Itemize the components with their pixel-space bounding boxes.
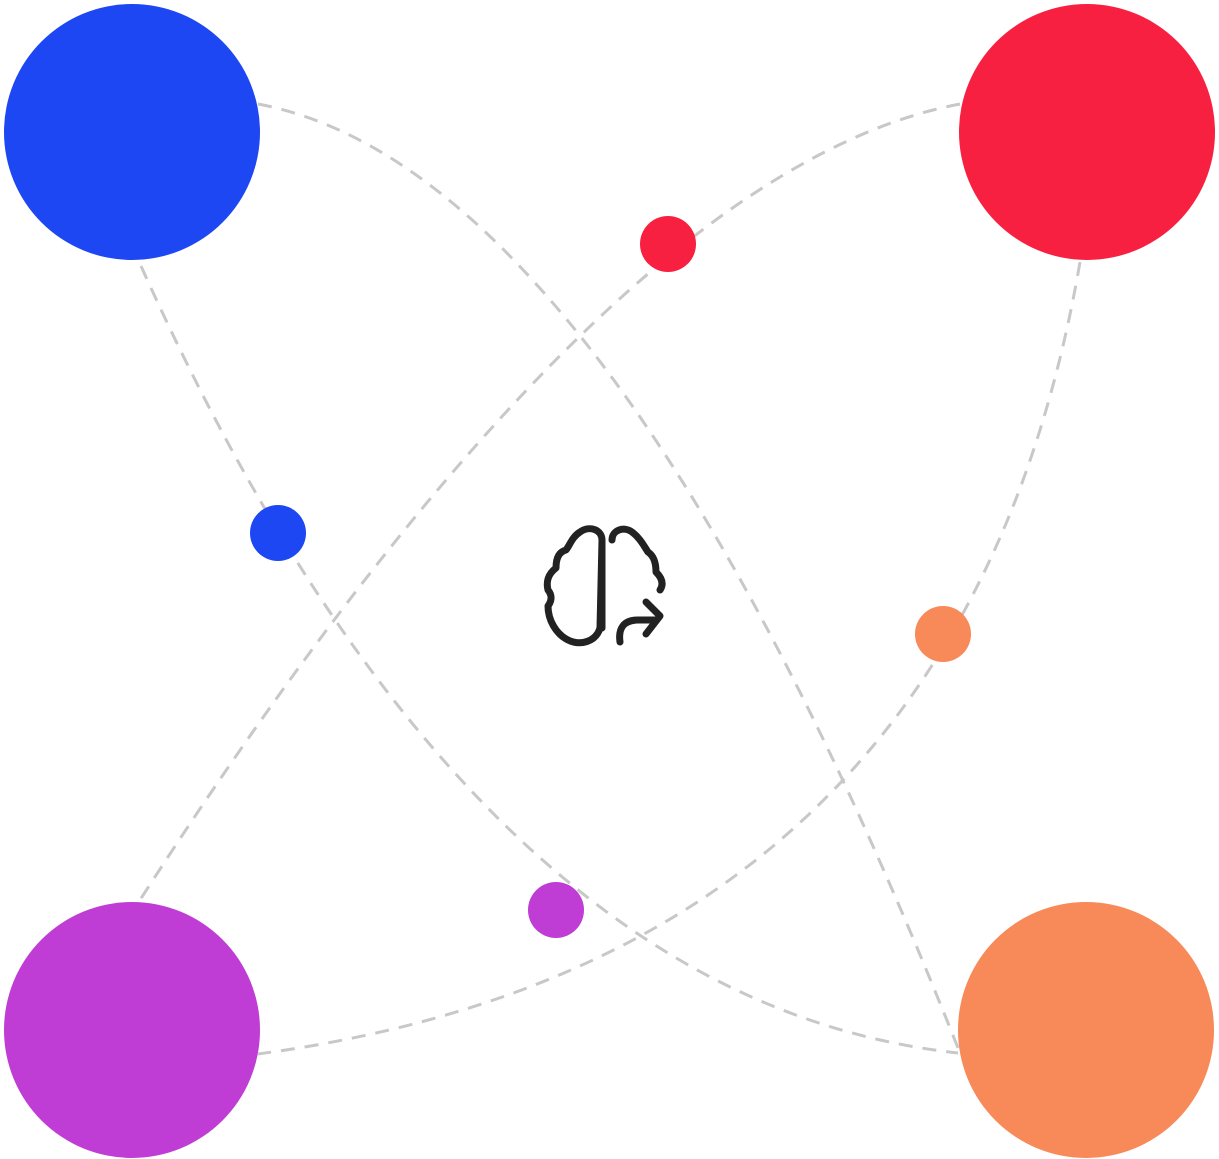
- arc-topleft-bottomright-lower: [139, 265, 959, 1055]
- marker-purple: [528, 882, 584, 938]
- arc-topright-bottomleft-lower: [257, 261, 1082, 1056]
- node-bottom-right: [958, 902, 1214, 1158]
- marker-red: [640, 216, 696, 272]
- marker-blue: [250, 505, 306, 561]
- node-top-left: [4, 4, 260, 260]
- arc-topleft-bottomright-upper: [257, 102, 962, 1054]
- connector-arcs: [138, 102, 1082, 1056]
- node-top-right: [959, 4, 1215, 260]
- node-bottom-left: [4, 902, 260, 1158]
- brain-arrow-icon: [543, 525, 666, 647]
- marker-orange: [915, 606, 971, 662]
- arc-topright-bottomleft-upper: [138, 102, 961, 901]
